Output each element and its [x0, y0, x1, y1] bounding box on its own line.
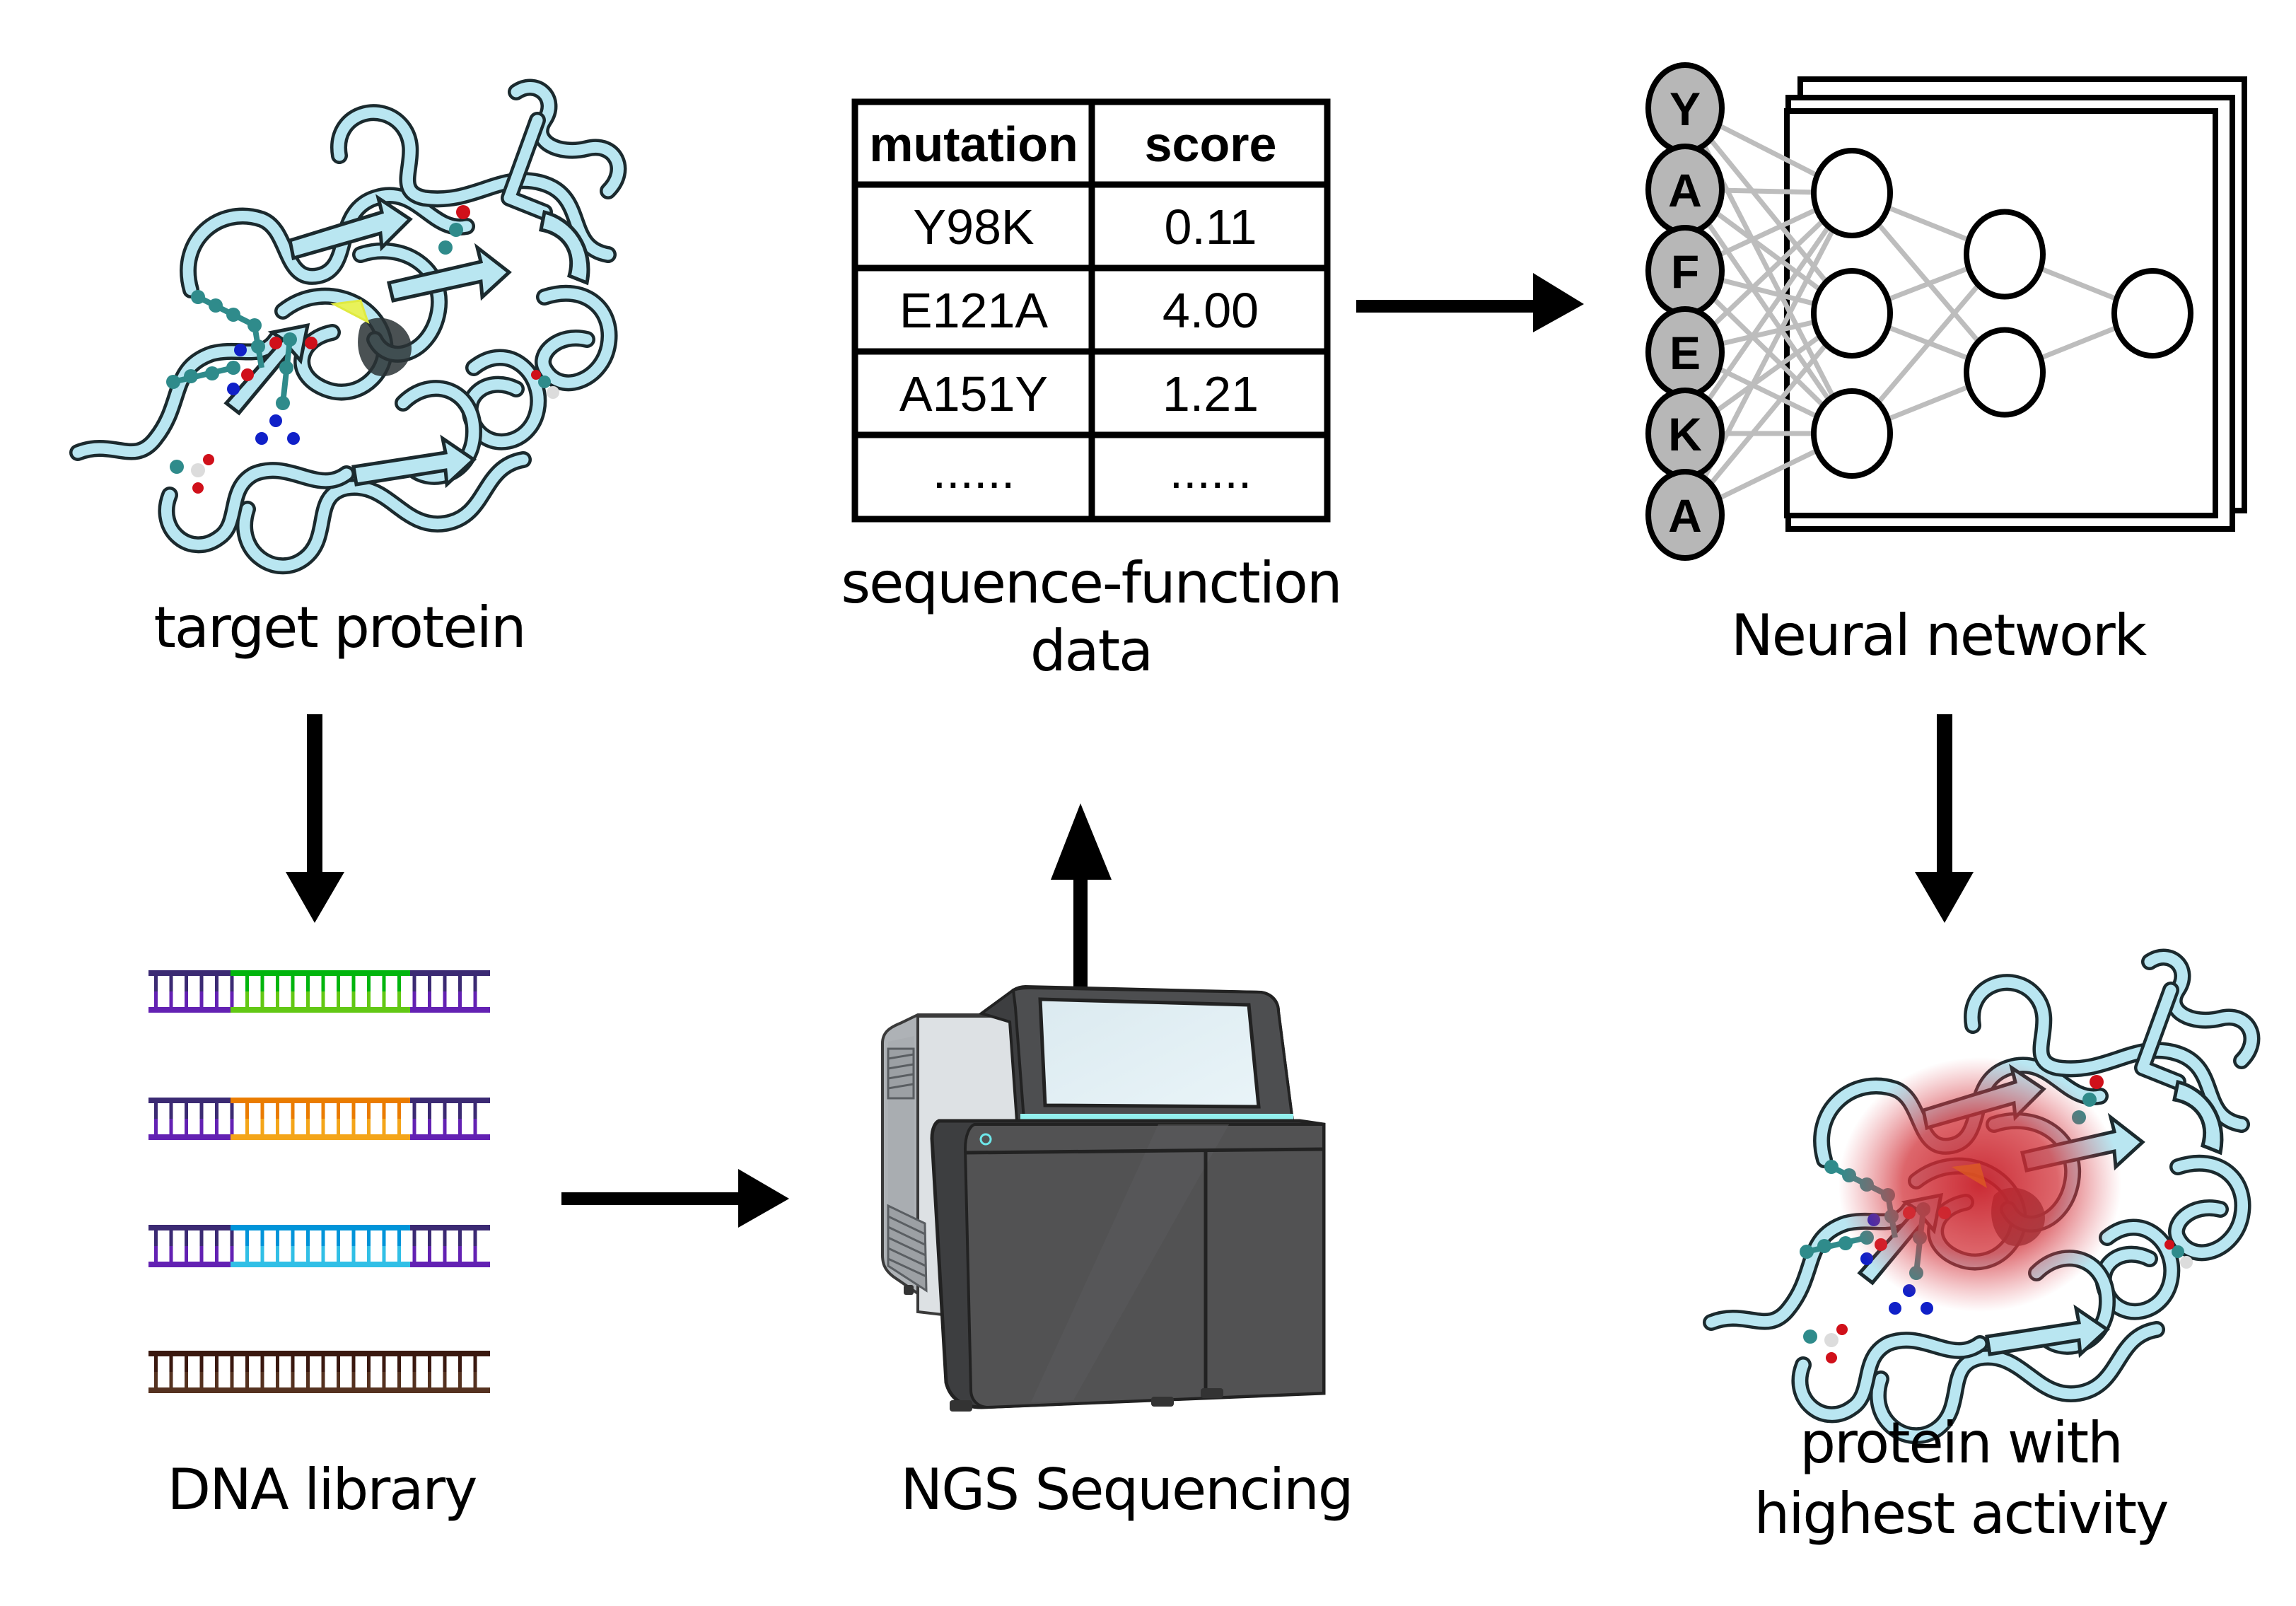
arrow-dna-to-ngs [561, 1169, 789, 1228]
hidden-node [1811, 268, 1893, 359]
target-protein-structure [78, 88, 618, 566]
active-site-highlight [330, 299, 370, 325]
residue-letter: K [1668, 408, 1702, 460]
table-row: Y98K 0.11 [913, 199, 1257, 255]
dna-strand [148, 1225, 490, 1267]
dna-strand [148, 970, 490, 1013]
score-cell: 0.11 [1164, 199, 1257, 255]
score-cell: ...... [1170, 443, 1252, 499]
optimized-protein-structure [1711, 958, 2251, 1436]
mutation-cell: Y98K [913, 199, 1034, 255]
best-protein-label-line1: protein with [1800, 1410, 2122, 1476]
table-row: A151Y 1.21 [899, 366, 1259, 421]
input-residue-node: A [1645, 144, 1725, 235]
input-residue-node: A [1645, 469, 1725, 561]
activity-glow [1838, 1057, 2121, 1312]
vent-grille-top [887, 1047, 915, 1100]
input-residue-node: K [1645, 388, 1725, 479]
accent-strip [1020, 1114, 1293, 1121]
input-residue-node: F [1645, 225, 1725, 317]
residue-letter: E [1669, 327, 1701, 379]
table-row: ...... ...... [933, 443, 1252, 499]
dna-library-label: DNA library [168, 1457, 477, 1523]
residue-letter: A [1668, 164, 1702, 216]
mutation-cell: A151Y [899, 366, 1048, 421]
ngs-sequencer [881, 984, 1326, 1412]
arrow-protein-to-dna [286, 714, 344, 923]
network-nodes [1811, 148, 2193, 479]
neural-network-label: Neural network [1731, 603, 2148, 668]
network-edge [1683, 192, 1854, 435]
table-header-mutation: mutation [869, 117, 1078, 172]
ngs-sequencing-label: NGS Sequencing [900, 1457, 1352, 1523]
arrow-data-to-network [1356, 273, 1584, 332]
mutation-cell: ...... [933, 443, 1015, 499]
sequence-function-table: mutation score Y98K 0.11 E121A 4.00 A151… [851, 98, 1331, 523]
network-edge [1683, 106, 1854, 315]
network-edge [1683, 311, 1854, 517]
dna-strand [148, 1098, 490, 1140]
arrow-network-to-best-protein [1915, 714, 1974, 923]
table-row: E121A 4.00 [899, 283, 1259, 338]
sequence-function-label-line2: data [1030, 618, 1152, 684]
mutation-cell: E121A [899, 283, 1048, 338]
sequencer-screen [1038, 997, 1261, 1109]
dna-library [148, 970, 490, 1393]
power-indicator [979, 1133, 992, 1146]
best-protein-label-line2: highest activity [1754, 1481, 2168, 1547]
sequence-function-label-line1: sequence-function [841, 550, 1341, 616]
hidden-node [1811, 388, 1893, 479]
table-header-score: score [1145, 117, 1277, 172]
dna-strand [148, 1351, 490, 1393]
score-cell: 4.00 [1162, 283, 1259, 338]
hidden-node [1811, 148, 1893, 238]
hidden-node [1964, 209, 2046, 300]
vent-grille-bottom [887, 1204, 928, 1293]
target-protein-label: target protein [153, 595, 525, 661]
residue-letter: A [1668, 489, 1702, 542]
output-node [2111, 268, 2193, 359]
residue-letter: F [1671, 245, 1699, 298]
score-cell: 1.21 [1162, 366, 1259, 421]
residue-letter: Y [1669, 83, 1701, 135]
input-residue-node: E [1645, 306, 1725, 398]
input-residue-node: Y [1645, 62, 1725, 154]
hidden-node [1964, 327, 2046, 418]
